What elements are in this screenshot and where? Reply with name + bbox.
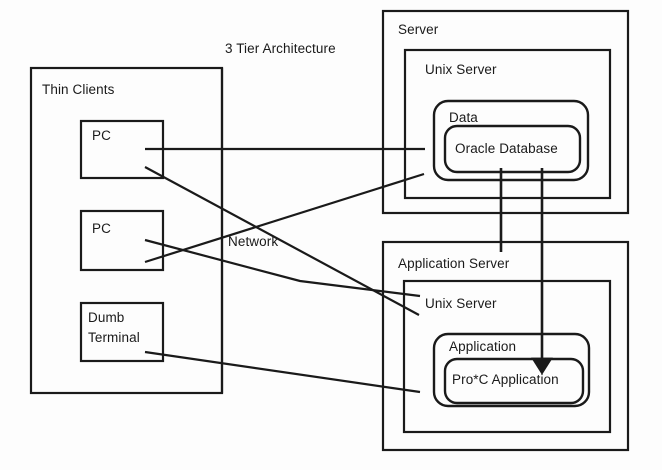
container-label-server-unix: Unix Server [425, 62, 497, 77]
network-label: Network [228, 234, 279, 249]
container-oracle-database [443, 124, 582, 174]
container-label-application-server: Application Server [398, 256, 510, 271]
container-server-unix-server [403, 48, 612, 200]
connection-dumb-terminal-to-application-server [144, 350, 421, 394]
node-pc-2 [79, 209, 165, 272]
container-server [381, 9, 630, 215]
container-label-data: Data [449, 110, 478, 125]
container-label-proc-application: Pro*C Application [452, 372, 559, 387]
connection-pc2-to-application-server [144, 238, 421, 298]
node-label-pc-2: PC [92, 221, 111, 236]
container-label-app-unix: Unix Server [425, 296, 497, 311]
container-label-oracle-database: Oracle Database [455, 141, 558, 156]
container-label-server: Server [398, 22, 439, 37]
node-label-pc-1: PC [92, 128, 111, 143]
container-data [432, 99, 590, 182]
container-proc-application [443, 357, 585, 405]
container-application-server [381, 240, 630, 452]
node-dumb-terminal [79, 301, 165, 363]
node-label-dumb-terminal-line2: Terminal [88, 330, 140, 345]
container-application [432, 332, 591, 408]
connection-pc2-to-server-unix [144, 172, 425, 264]
container-label-application: Application [449, 339, 517, 354]
container-label-thin-clients: Thin Clients [42, 82, 115, 97]
container-app-unix-server [402, 279, 612, 434]
node-label-dumb-terminal-line1: Dumb [88, 310, 125, 325]
diagram-title: 3 Tier Architecture [225, 41, 336, 56]
